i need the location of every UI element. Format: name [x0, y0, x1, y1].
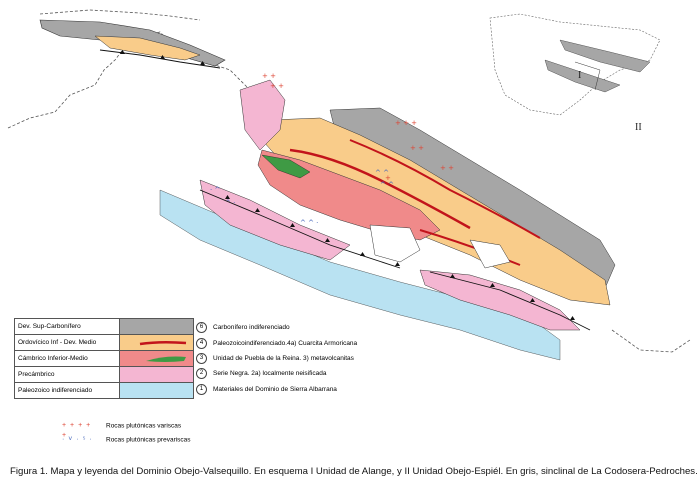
figure-caption: Figura 1. Mapa y leyenda del Dominio Obe…: [10, 466, 698, 477]
svg-text:^ ^: ^ ^: [380, 181, 394, 189]
boundary-line-north: [39, 9, 201, 21]
plutonic-prevariscan-symbol: · ˅ · ⁵ ·: [62, 436, 93, 443]
white-patch: [369, 224, 421, 263]
map-unit-pink-west: [239, 79, 286, 151]
map-unit-green: [261, 154, 311, 179]
svg-text:· ^: · ^: [210, 186, 220, 194]
legend-swatch-blue: [118, 382, 195, 399]
svg-text:+ +: + +: [410, 144, 424, 152]
plutonic-variscan-symbol: + + + + +: [62, 422, 92, 439]
svg-text:^ ^: ^ ^: [375, 169, 389, 177]
armoricana-band: [349, 139, 541, 239]
legend-swatch-pink: [118, 366, 195, 383]
plutonic-variscan-symbols: + + + + + + + + + + + +: [262, 72, 454, 182]
thrust-line: [199, 189, 401, 269]
white-patch: [469, 239, 511, 269]
legend-swatch-gray: [118, 318, 195, 335]
inset-sketch: I II: [489, 13, 661, 133]
svg-text:+ +: + +: [262, 72, 276, 80]
svg-text:+ +: + +: [440, 164, 454, 172]
svg-text:^ ^ ·: ^ ^ ·: [300, 219, 318, 227]
map-unit-pink-south: [199, 179, 351, 261]
legend-swatch-orange: [118, 334, 195, 351]
boundary-line: [7, 31, 276, 151]
legend-label: Dev. Sup-Carbonífero: [14, 318, 120, 335]
svg-text:+: +: [385, 174, 391, 182]
legend-table: Dev. Sup-Carbonífero Ordovícico Inf - De…: [14, 318, 195, 399]
svg-text:+ + +: + + +: [395, 119, 417, 127]
svg-text:+ +: + +: [270, 82, 284, 90]
thrust-teeth: [120, 50, 575, 320]
geological-map: + ++ + + + ++ + + ++ ^ ^^ ^ · ^^ · ^ ^ ·…: [7, 9, 691, 361]
legend-plutonic-prevariscan: · ˅ · ⁵ ·Rocas plutónicas prevariscas: [62, 436, 191, 444]
legend-swatch-red: [118, 350, 195, 367]
inset-label-i: I: [578, 70, 581, 81]
legend-label: Paleozoico indiferenciado: [14, 382, 120, 399]
legend-label: Cámbrico Inferior-Medio: [14, 350, 120, 367]
boundary-line-south: [611, 329, 691, 353]
map-unit-pink-east: [419, 269, 581, 331]
legend-plutonic-variscan: + + + + +Rocas plutónicas variscas: [62, 422, 182, 439]
armoricana-band: [289, 148, 471, 230]
thrust-line: [429, 271, 591, 331]
map-unit-orange-nw: [94, 35, 201, 61]
legend-label: Ordovícico Inf - Dev. Medio: [14, 334, 120, 351]
inset-label-ii: II: [635, 122, 642, 133]
legend-label: Precámbrico: [14, 366, 120, 383]
